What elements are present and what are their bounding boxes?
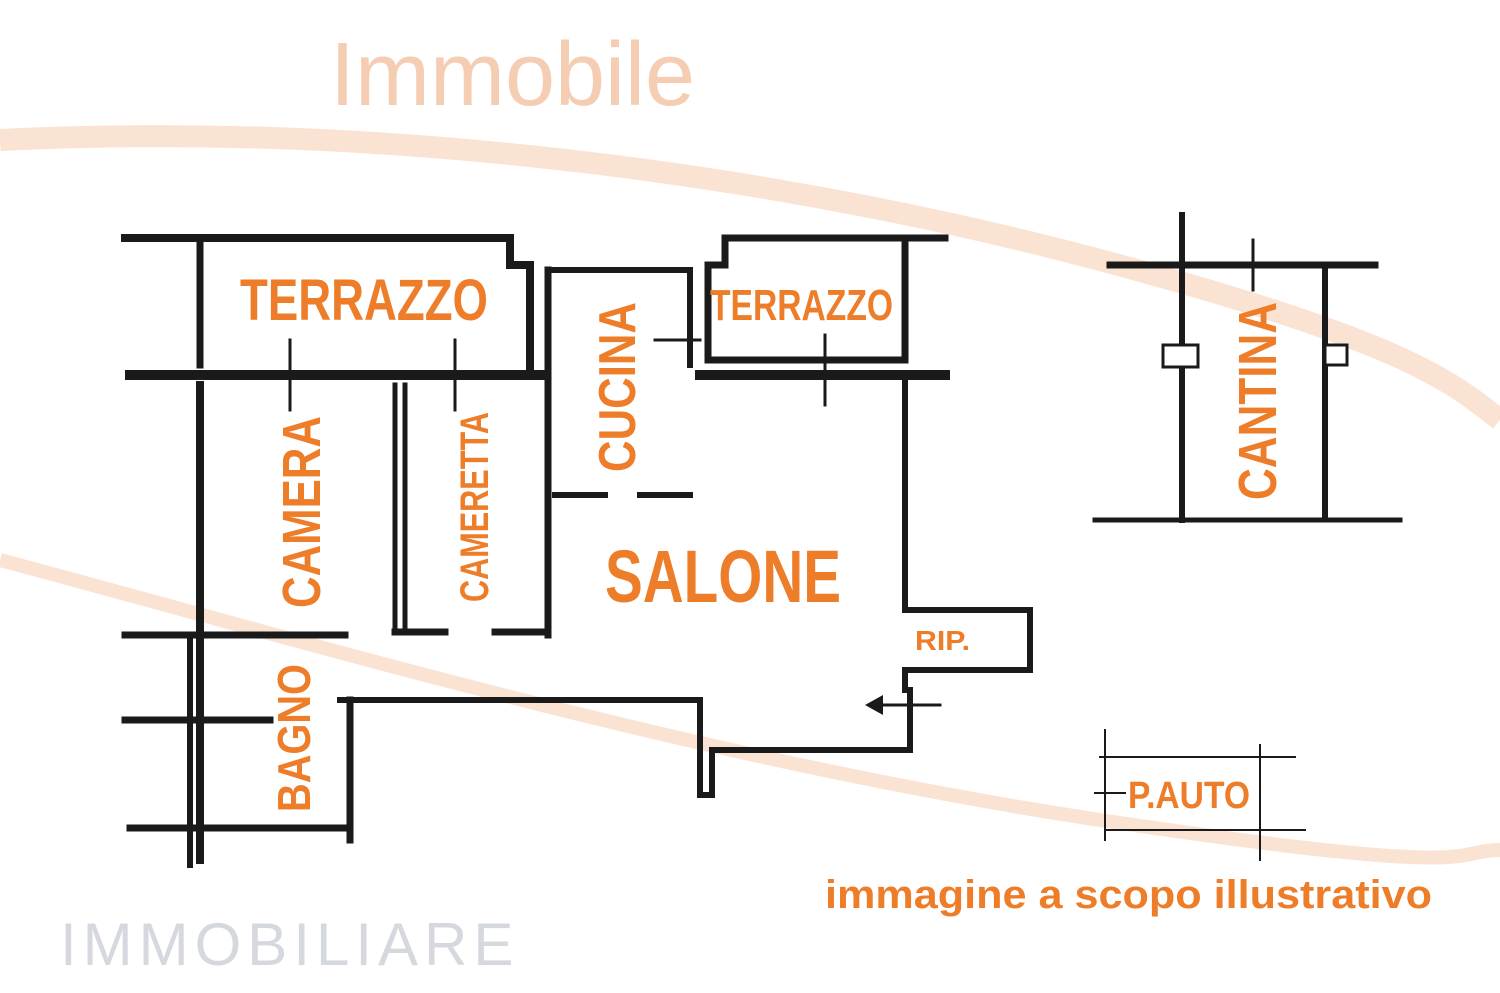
label-terrazzo-right: TERRAZZO <box>710 281 893 330</box>
watermark-sub: IMMOBILIARE <box>60 911 519 978</box>
label-posto-auto: P.AUTO <box>1128 775 1250 817</box>
label-terrazzo-left: TERRAZZO <box>240 268 488 333</box>
room-labels: TERRAZZO TERRAZZO CUCINA CAMERA CAMERETT… <box>240 268 1432 917</box>
label-cameretta: CAMERETTA <box>453 412 497 602</box>
label-ripostiglio: RIP. <box>915 625 970 656</box>
caption: immagine a scopo illustrativo <box>825 873 1432 917</box>
watermark: Immobile IMMOBILIARE <box>0 25 1500 978</box>
watermark-brand: Immobile <box>330 25 695 125</box>
label-cantina: CANTINA <box>1228 302 1288 500</box>
label-salone: SALONE <box>605 535 841 618</box>
label-bagno: BAGNO <box>268 664 320 812</box>
label-camera: CAMERA <box>272 416 332 608</box>
walls <box>121 212 1403 868</box>
label-cucina: CUCINA <box>589 302 647 472</box>
entrance-arrow-icon <box>865 695 883 715</box>
